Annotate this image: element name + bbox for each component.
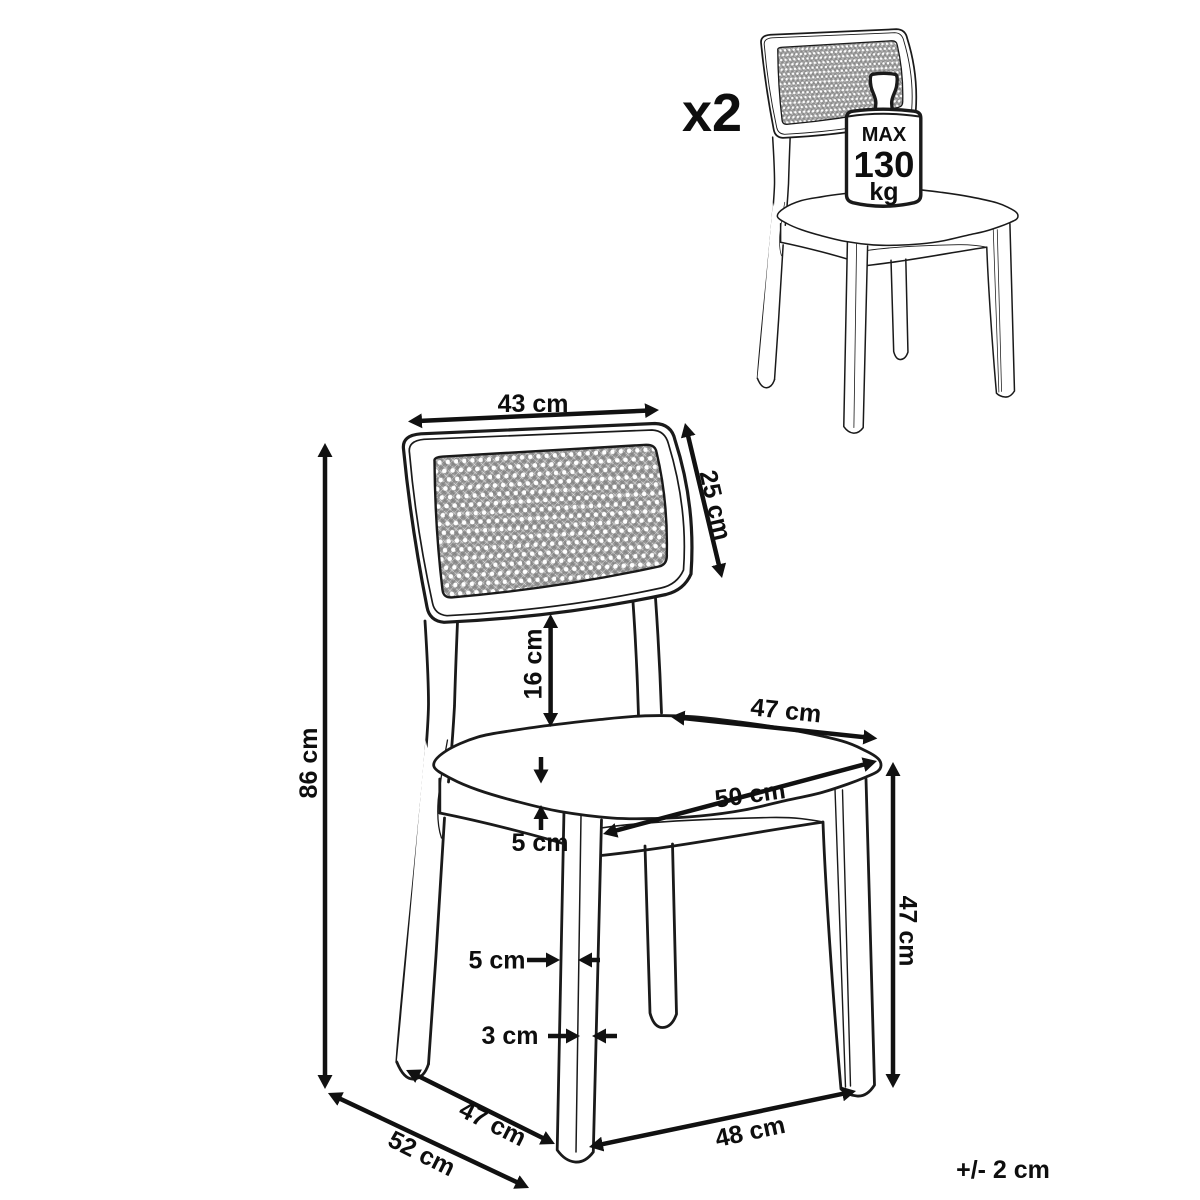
svg-text:5 cm: 5 cm — [469, 946, 526, 974]
svg-text:5 cm: 5 cm — [512, 829, 569, 857]
svg-text:130: 130 — [854, 144, 915, 185]
svg-text:x2: x2 — [682, 83, 742, 143]
svg-text:16 cm: 16 cm — [519, 629, 547, 700]
svg-text:25 cm: 25 cm — [694, 468, 737, 543]
svg-text:3 cm: 3 cm — [482, 1022, 539, 1050]
svg-text:52 cm: 52 cm — [384, 1125, 460, 1182]
svg-text:86 cm: 86 cm — [295, 728, 323, 799]
svg-text:43 cm: 43 cm — [498, 390, 569, 418]
svg-text:47 cm: 47 cm — [894, 896, 922, 967]
svg-text:47 cm: 47 cm — [455, 1095, 531, 1152]
svg-text:MAX: MAX — [862, 124, 907, 146]
svg-text:47 cm: 47 cm — [749, 693, 822, 728]
svg-text:kg: kg — [869, 178, 898, 206]
svg-text:+/- 2 cm: +/- 2 cm — [956, 1156, 1050, 1184]
